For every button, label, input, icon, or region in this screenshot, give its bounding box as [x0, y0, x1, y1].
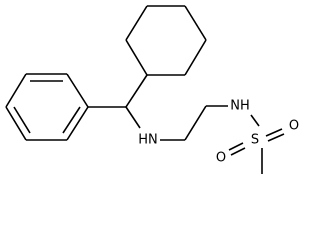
oxygen-top-label: O: [289, 119, 299, 134]
amine-nh-label: HN: [138, 133, 158, 148]
oxygen-bottom-label: O: [216, 151, 226, 166]
ring-bond: [184, 5, 207, 41]
s-o-top-double-bond: [267, 133, 285, 142]
aromatic-double-bond: [62, 106, 81, 134]
ring-bond: [66, 106, 89, 141]
ring-bond: [125, 5, 148, 41]
sulfonamide-nh-label: NH: [230, 99, 250, 114]
s-o-bottom-double-bond: [228, 142, 244, 151]
molecule-diagram: HN NH S O O: [5, 5, 300, 174]
structure-drawing: HN NH S O O: [5, 5, 299, 174]
ring-bond: [66, 73, 89, 108]
s-o-bottom-double-bond: [230, 147, 246, 156]
aromatic-double-bond: [13, 106, 31, 134]
sulfur-label: S: [251, 133, 259, 148]
s-o-top-double-bond: [265, 128, 283, 137]
ring-bond: [125, 39, 148, 76]
phenyl-ring: [5, 73, 89, 141]
ring-bond: [184, 39, 207, 76]
nh-to-s-bond: [250, 114, 260, 127]
ch-to-nh-bond: [125, 106, 141, 129]
ring-bond: [5, 106, 27, 141]
ethylene-bond: [184, 105, 207, 141]
cyclohexyl-ring: [125, 5, 207, 76]
ring-to-ch-bond: [125, 74, 148, 108]
ring-bond: [5, 73, 27, 108]
